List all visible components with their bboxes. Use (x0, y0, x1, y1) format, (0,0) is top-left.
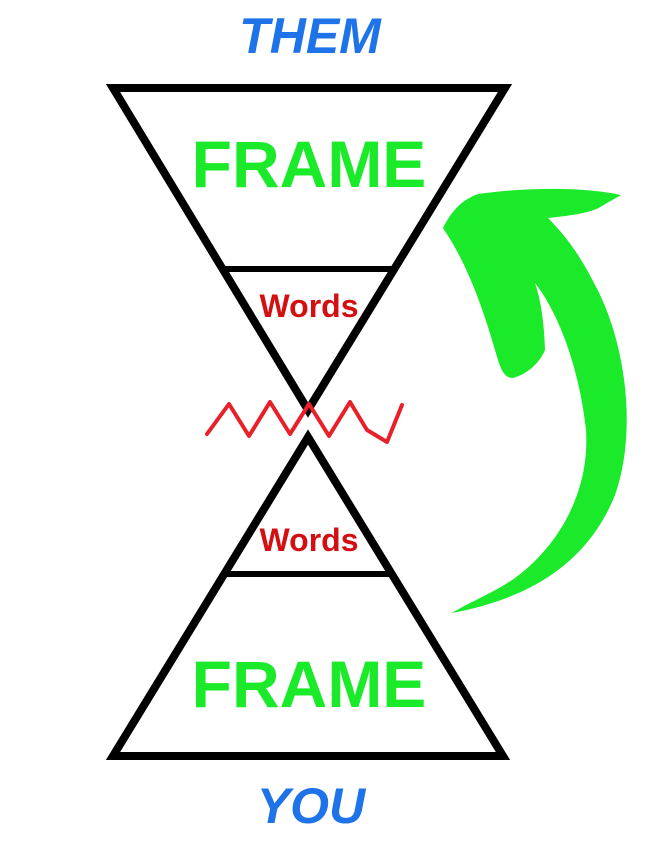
top-triangle-outline (105, 84, 513, 418)
curved-arrow-up-icon (443, 188, 627, 613)
bottom-words-label: Words (260, 522, 359, 558)
bottom-frame-label: FRAME (192, 647, 427, 721)
top-triangle: FRAME Words (105, 84, 513, 418)
bottom-triangle: Words FRAME (105, 429, 511, 760)
top-frame-label: FRAME (192, 127, 427, 201)
zigzag-icon (205, 400, 404, 444)
you-label: YOU (257, 778, 367, 834)
top-words-label: Words (260, 288, 359, 324)
them-label: THEM (239, 8, 382, 64)
bottom-triangle-outline (105, 429, 511, 760)
